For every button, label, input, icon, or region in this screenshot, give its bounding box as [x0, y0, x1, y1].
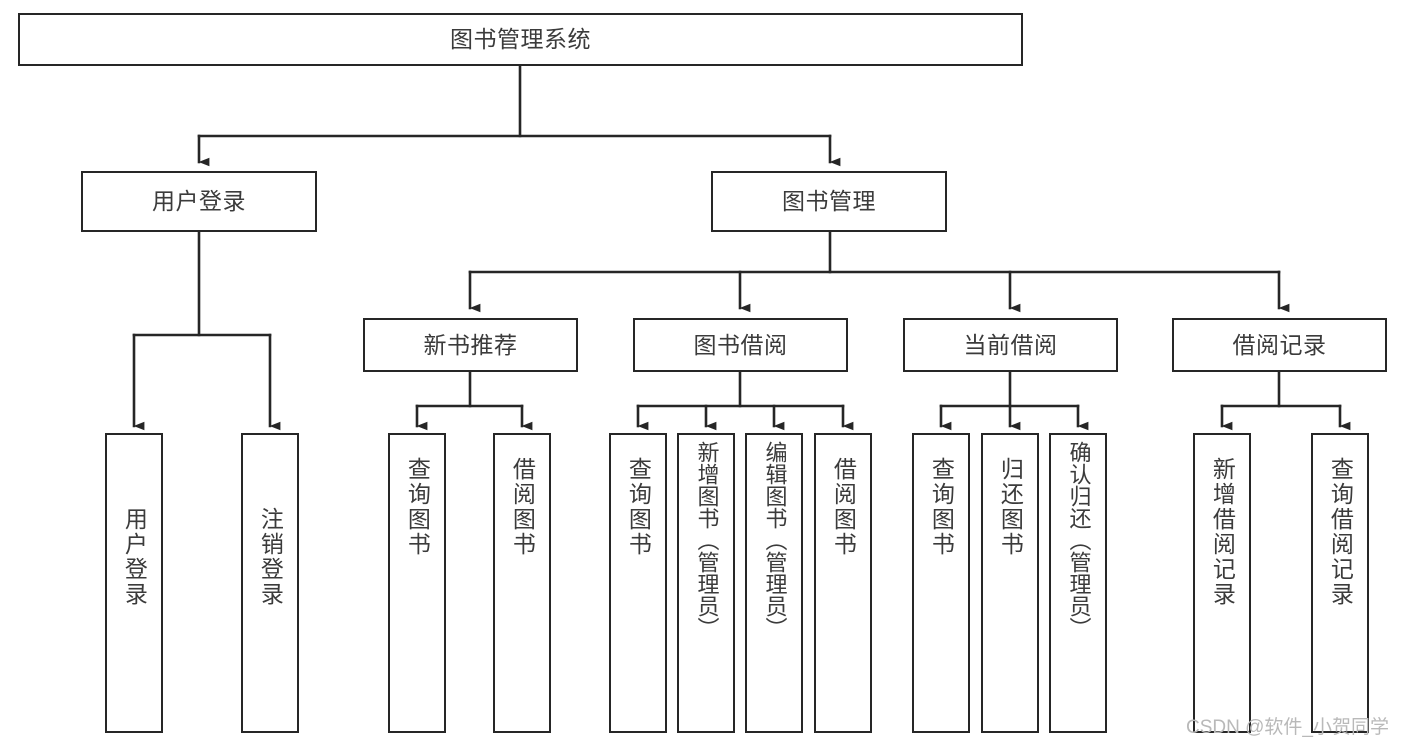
leaf-query-book-borrow[interactable]: 查询图书	[609, 433, 667, 733]
leaf-user-login[interactable]: 用户登录	[105, 433, 163, 733]
node-label: 图书管理系统	[450, 26, 591, 53]
node-label: 查询图书	[404, 457, 431, 557]
leaf-query-borrow-record[interactable]: 查询借阅记录	[1311, 433, 1369, 733]
node-label: 借阅记录	[1232, 331, 1327, 358]
node-label: 新书推荐	[423, 331, 518, 358]
node-root-book-management-system[interactable]: 图书管理系统	[18, 13, 1023, 66]
leaf-borrow-book[interactable]: 借阅图书	[814, 433, 872, 733]
leaf-add-book-admin[interactable]: 新增图书（管理员）	[677, 433, 735, 733]
leaf-query-book-current[interactable]: 查询图书	[912, 433, 970, 733]
leaf-confirm-return-admin[interactable]: 确认归还（管理员）	[1049, 433, 1107, 733]
node-label: 借阅图书	[830, 457, 857, 557]
node-label: 当前借阅	[963, 331, 1058, 358]
csdn-watermark: CSDN @软件_小贺同学	[1186, 717, 1389, 738]
node-label: 查询图书	[625, 457, 652, 557]
node-label: 编辑图书（管理员）	[762, 441, 788, 639]
leaf-edit-book-admin[interactable]: 编辑图书（管理员）	[745, 433, 803, 733]
node-label: 归还图书	[997, 457, 1024, 557]
node-label: 新增借阅记录	[1209, 457, 1236, 607]
node-book-borrow[interactable]: 图书借阅	[633, 318, 848, 372]
node-borrow-record[interactable]: 借阅记录	[1172, 318, 1387, 372]
node-label: 用户登录	[121, 507, 148, 607]
leaf-query-book-recommend[interactable]: 查询图书	[388, 433, 446, 733]
node-new-book-recommendation[interactable]: 新书推荐	[363, 318, 578, 372]
node-label: 注销登录	[257, 507, 284, 607]
leaf-borrow-book-recommend[interactable]: 借阅图书	[493, 433, 551, 733]
node-user-login[interactable]: 用户登录	[81, 171, 317, 232]
node-label: 借阅图书	[509, 457, 536, 557]
leaf-add-borrow-record[interactable]: 新增借阅记录	[1193, 433, 1251, 733]
node-book-management[interactable]: 图书管理	[711, 171, 947, 232]
leaf-logout[interactable]: 注销登录	[241, 433, 299, 733]
node-label: 图书管理	[782, 188, 876, 215]
node-label: 用户登录	[152, 188, 246, 215]
node-current-borrow[interactable]: 当前借阅	[903, 318, 1118, 372]
node-label: 确认归还（管理员）	[1066, 441, 1092, 639]
node-label: 新增图书（管理员）	[694, 441, 720, 639]
node-label: 图书借阅	[693, 331, 788, 358]
node-label: 查询图书	[928, 457, 955, 557]
leaf-return-book[interactable]: 归还图书	[981, 433, 1039, 733]
node-label: 查询借阅记录	[1327, 457, 1354, 607]
